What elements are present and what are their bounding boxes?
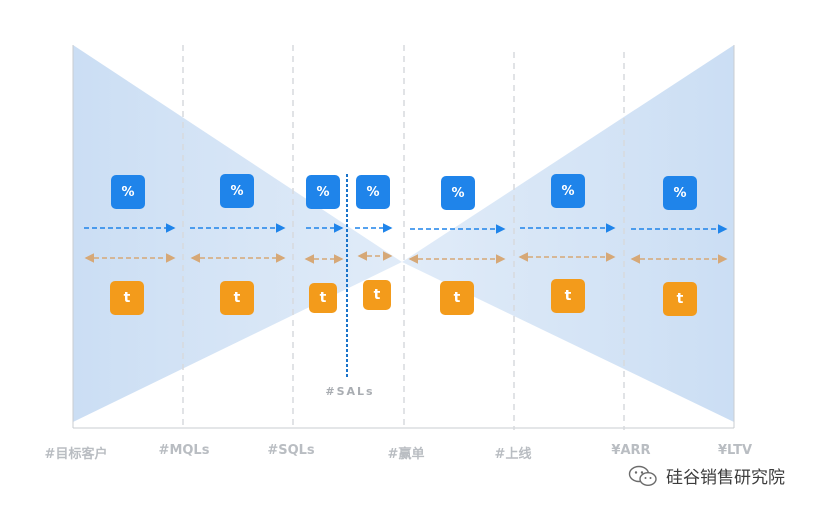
- stage-label-arr: ¥ARR: [611, 443, 651, 458]
- watermark: 硅谷销售研究院: [628, 463, 785, 488]
- sal-label: #SALs: [325, 385, 375, 398]
- stage-dividers: [182, 45, 625, 430]
- time-arrows: [84, 251, 728, 264]
- time-box: t: [663, 282, 697, 316]
- stage-label-target-accounts: #目标客户: [44, 447, 108, 462]
- funnel-right: [402, 45, 734, 422]
- time-box: t: [110, 281, 144, 315]
- time-box: t: [440, 281, 474, 315]
- time-box: t: [551, 279, 585, 313]
- conversion-rate-box: %: [663, 176, 697, 210]
- funnel-left: [73, 45, 402, 422]
- conversion-rate-box: %: [441, 176, 475, 210]
- stage-label-closed-won: #赢单: [387, 447, 425, 462]
- time-box: t: [363, 280, 391, 310]
- conversion-rate-box: %: [356, 175, 390, 209]
- stage-label-sqls: #SQLs: [267, 443, 315, 458]
- time-box: t: [220, 281, 254, 315]
- wechat-icon: [628, 465, 657, 486]
- conversion-rate-box: %: [306, 175, 340, 209]
- time-box: t: [309, 283, 337, 313]
- stage-label-ltv: ¥LTV: [717, 443, 753, 458]
- watermark-text: 硅谷销售研究院: [666, 468, 785, 488]
- conversion-arrows: [84, 223, 728, 234]
- stage-label-mqls: #MQLs: [158, 443, 210, 458]
- stage-label-go-live: #上线: [494, 447, 532, 462]
- conversion-rate-box: %: [220, 174, 254, 208]
- conversion-rate-box: %: [551, 174, 585, 208]
- conversion-rate-box: %: [111, 175, 145, 209]
